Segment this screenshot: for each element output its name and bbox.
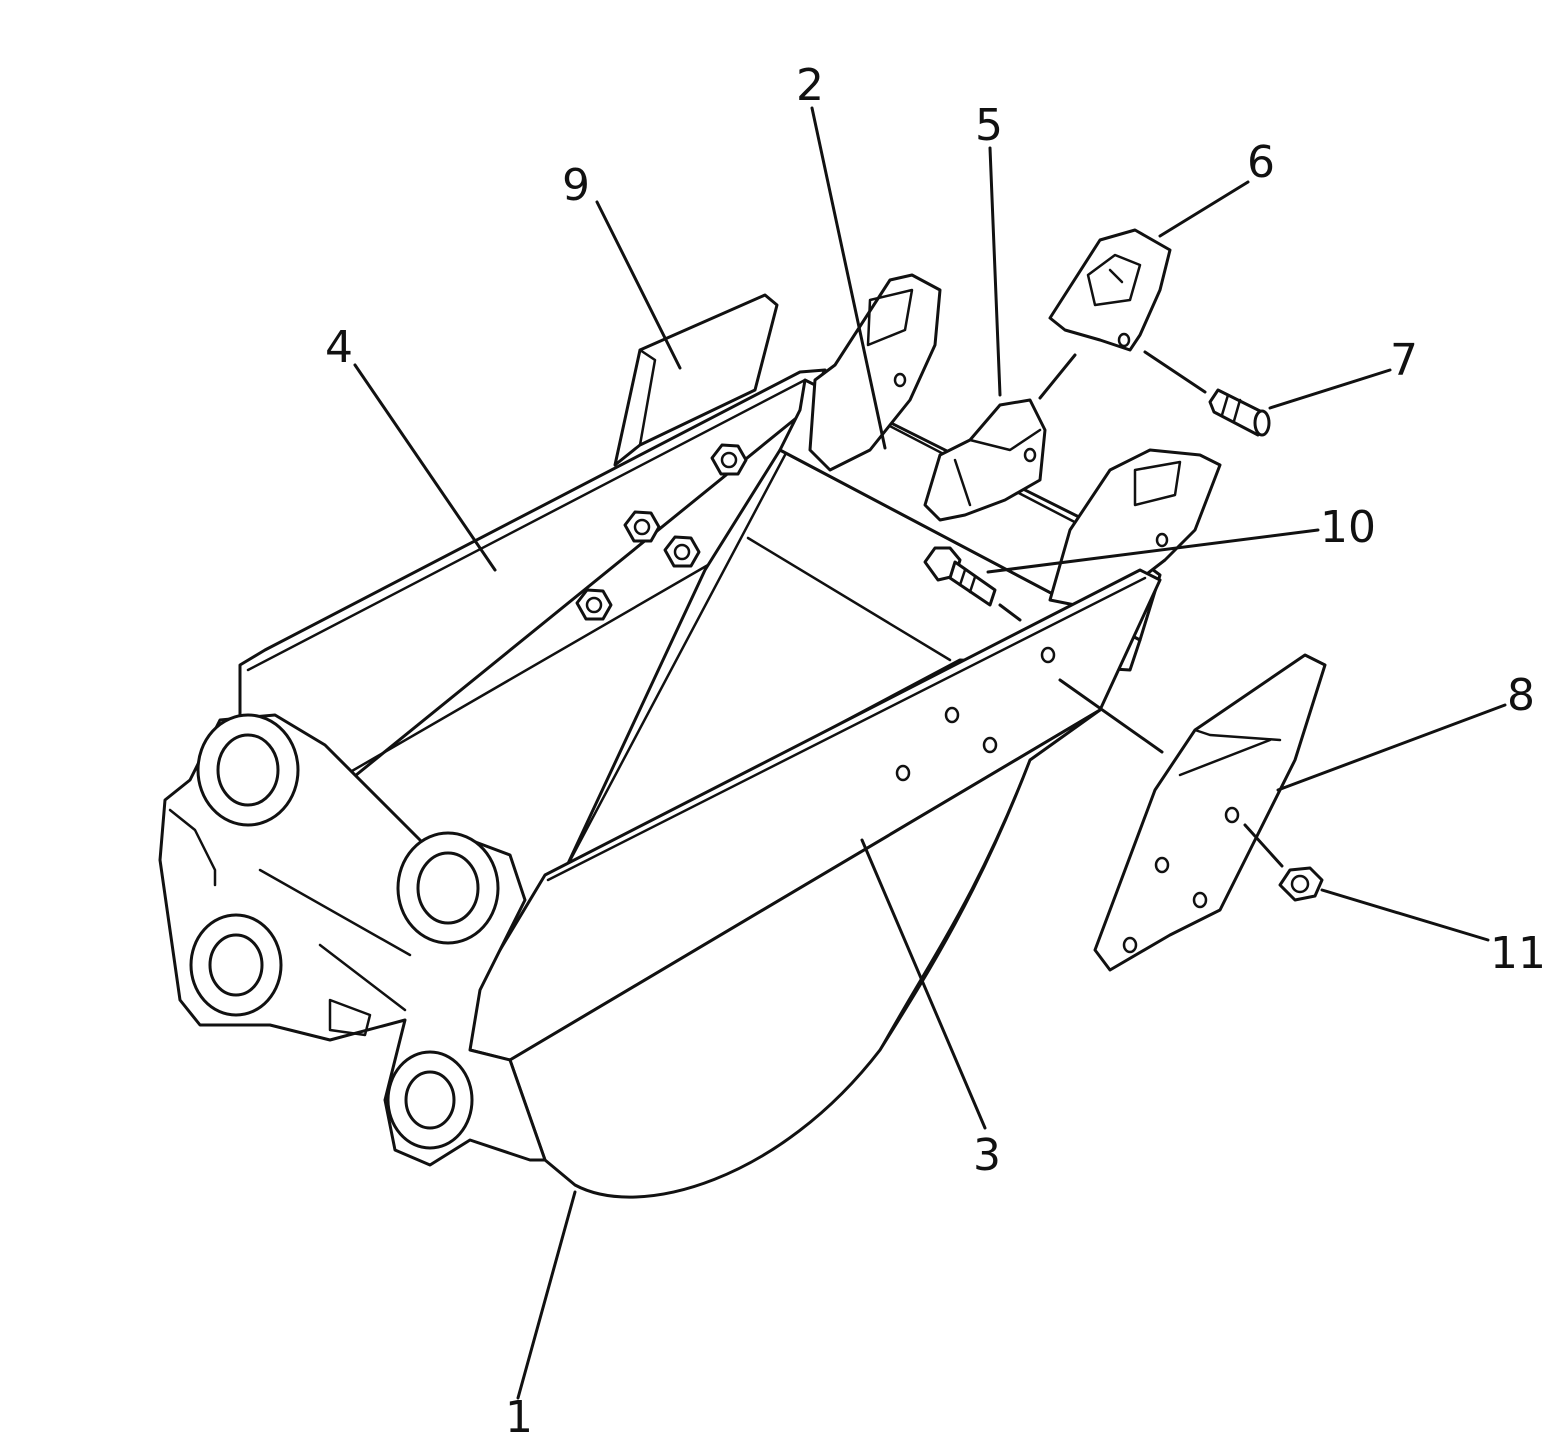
callout-1: 1 [505, 1392, 533, 1432]
callout-6: 6 [1247, 137, 1275, 188]
leader-8c [1058, 678, 1164, 754]
tooth-adapter-part [923, 398, 1047, 522]
leader-2 [810, 106, 887, 450]
callout-7: 7 [1390, 335, 1418, 386]
leader-10 [986, 528, 1320, 574]
leader-1 [516, 1190, 577, 1400]
leader-9 [595, 200, 682, 370]
callout-8: 8 [1507, 670, 1535, 721]
callout-10: 10 [1320, 502, 1376, 553]
leader-8 [1276, 703, 1507, 792]
tooth-pin-part [1208, 388, 1271, 437]
callout-2: 2 [796, 60, 824, 111]
bolt-head-icon [710, 443, 748, 476]
leader-3 [860, 838, 987, 1130]
tooth-point-part [1048, 228, 1172, 352]
side-cutter-part [1093, 653, 1327, 972]
wear-plate-part [613, 293, 779, 467]
leader-5 [988, 146, 1002, 397]
side-bolts [575, 443, 748, 621]
callout-labels: 1 2 3 4 5 6 7 8 9 10 11 [325, 60, 1546, 1432]
leader-4 [353, 363, 497, 572]
callout-11: 11 [1490, 928, 1546, 979]
leader-6 [1158, 180, 1250, 238]
bucket-shell-part [508, 708, 1102, 1199]
mounting-bracket [158, 713, 547, 1167]
leader-lines [353, 106, 1507, 1400]
leader-6b [1143, 350, 1207, 394]
leader-7 [1268, 368, 1392, 410]
bolt-head-icon [623, 510, 661, 543]
callout-5: 5 [975, 100, 1003, 151]
leader-11 [1320, 888, 1490, 942]
bolt-part [923, 546, 997, 607]
leader-8b [1243, 823, 1284, 868]
callout-3: 3 [973, 1130, 1001, 1181]
callout-9: 9 [562, 160, 590, 211]
bolt-head-icon [575, 588, 613, 621]
callout-4: 4 [325, 322, 353, 373]
leader-10b [998, 603, 1022, 622]
bolt-head-icon [663, 535, 701, 568]
leader-5b [1038, 353, 1077, 400]
nut-part [1278, 866, 1324, 902]
